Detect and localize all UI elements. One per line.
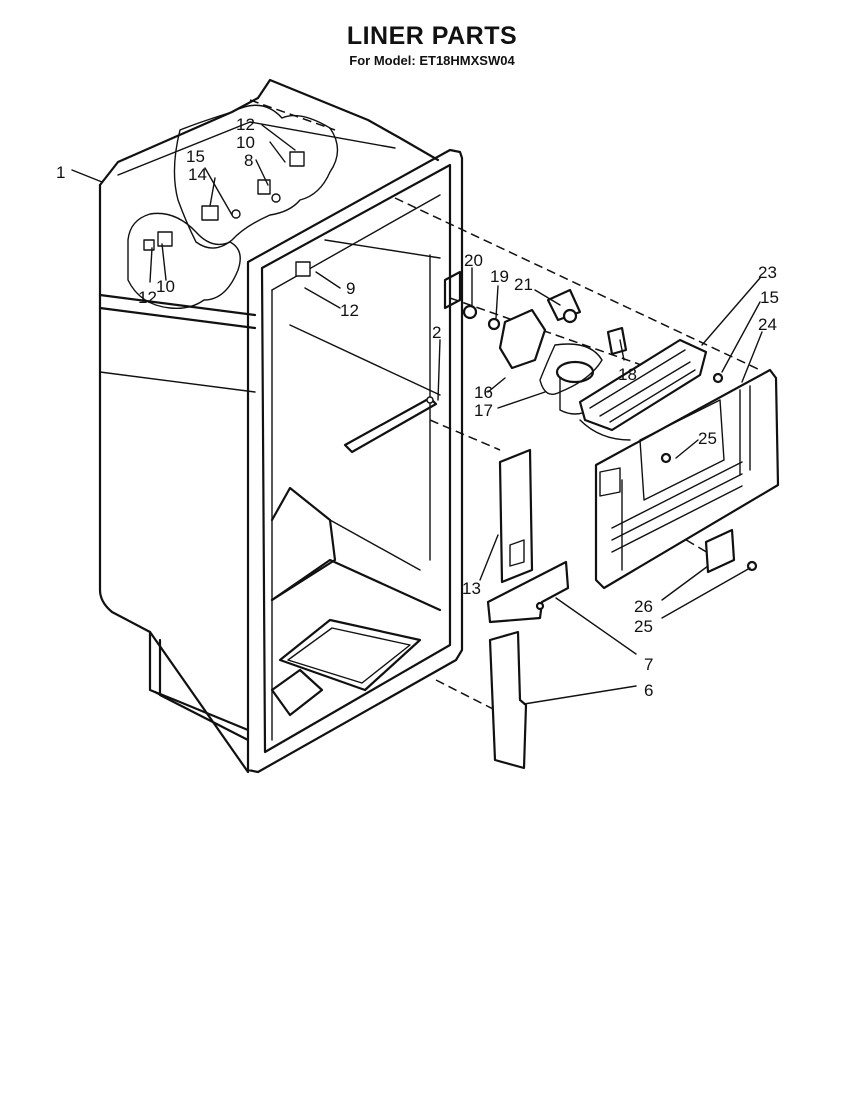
callout-18: 18: [618, 365, 637, 384]
callout-6: 6: [644, 681, 653, 700]
callout-25-lower: 25: [634, 617, 653, 636]
callout-13: 13: [462, 579, 481, 598]
fan-assembly: [443, 270, 708, 441]
callout-1: 1: [56, 163, 65, 182]
callout-17: 17: [474, 401, 493, 420]
callout-10-upper: 10: [236, 133, 255, 152]
callout-24: 24: [758, 315, 777, 334]
air-ducts: [486, 448, 570, 770]
callout-26: 26: [634, 597, 653, 616]
callout-15-left: 15: [186, 147, 205, 166]
callout-23: 23: [758, 263, 777, 282]
page-title: LINER PARTS: [346, 22, 518, 50]
callout-12-lower: 12: [138, 288, 157, 307]
callout-2: 2: [432, 323, 441, 342]
callout-labels: 1 2 6 7 8 9 10 10 12 12 12 13 14 15 15 1…: [56, 115, 779, 700]
callout-12-right: 12: [340, 301, 359, 320]
callout-15-right: 15: [760, 288, 779, 307]
callout-21: 21: [514, 275, 533, 294]
callout-25-upper: 25: [698, 429, 717, 448]
callout-14: 14: [188, 165, 207, 184]
callout-9: 9: [346, 279, 355, 298]
callout-19: 19: [490, 267, 509, 286]
evaporator-cover: [594, 368, 780, 590]
callout-20: 20: [464, 251, 483, 270]
leader-lines: [71, 124, 763, 705]
callout-10-lower: 10: [156, 277, 175, 296]
callout-8: 8: [244, 151, 253, 170]
cabinet-liner: [98, 78, 464, 774]
callout-16: 16: [474, 383, 493, 402]
model-subtitle: For Model: ET18HMXSW04: [349, 53, 515, 68]
callout-7: 7: [644, 655, 653, 674]
callout-12-upper: 12: [236, 115, 255, 134]
